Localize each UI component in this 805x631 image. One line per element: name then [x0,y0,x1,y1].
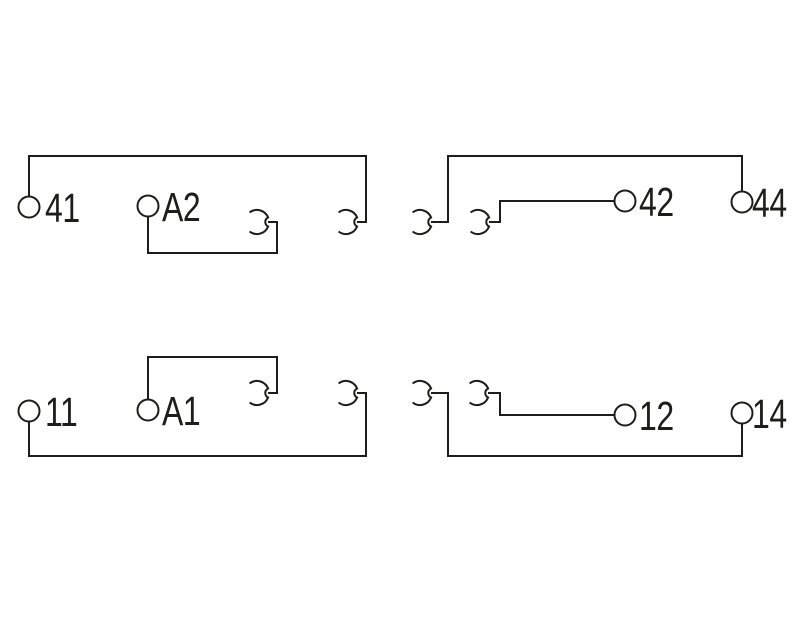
wire-11-to-socket [28,392,367,457]
terminal-label-12: 12 [639,393,674,439]
wire-socket-to-14 [431,392,743,457]
terminal-circle-14 [730,401,754,425]
terminal-label-41: 41 [45,185,80,231]
socket-contact-icon-12 [468,379,490,407]
terminal-label-14: 14 [752,391,787,437]
terminal-circle-44 [730,190,754,214]
wire-socket-to-42 [489,200,615,223]
terminal-label-44: 44 [752,180,787,226]
terminal-label-A1: A1 [162,388,200,434]
wire-socket-to-12 [488,392,615,416]
terminal-circle-A1 [136,398,160,422]
socket-contact-icon-41 [337,208,359,236]
terminal-circle-12 [613,403,637,427]
terminal-circle-A2 [136,194,160,218]
socket-contact-icon-44 [411,208,433,236]
wire-socket-to-44 [431,155,743,223]
socket-contact-icon-42 [469,208,491,236]
terminal-label-11: 11 [45,389,77,435]
socket-contact-icon-14 [411,379,433,407]
terminal-label-42: 42 [639,179,674,225]
terminal-circle-41 [17,195,41,219]
terminal-label-A2: A2 [162,184,200,230]
socket-contact-icon-A1 [248,379,270,407]
terminal-circle-42 [613,189,637,213]
socket-contact-icon-11 [337,379,359,407]
socket-contact-icon-A2 [248,208,270,236]
wire-A1-to-socket [147,356,278,400]
wire-41-to-socket [28,155,367,223]
terminal-circle-11 [17,399,41,423]
wire-A2-to-socket [147,216,278,254]
